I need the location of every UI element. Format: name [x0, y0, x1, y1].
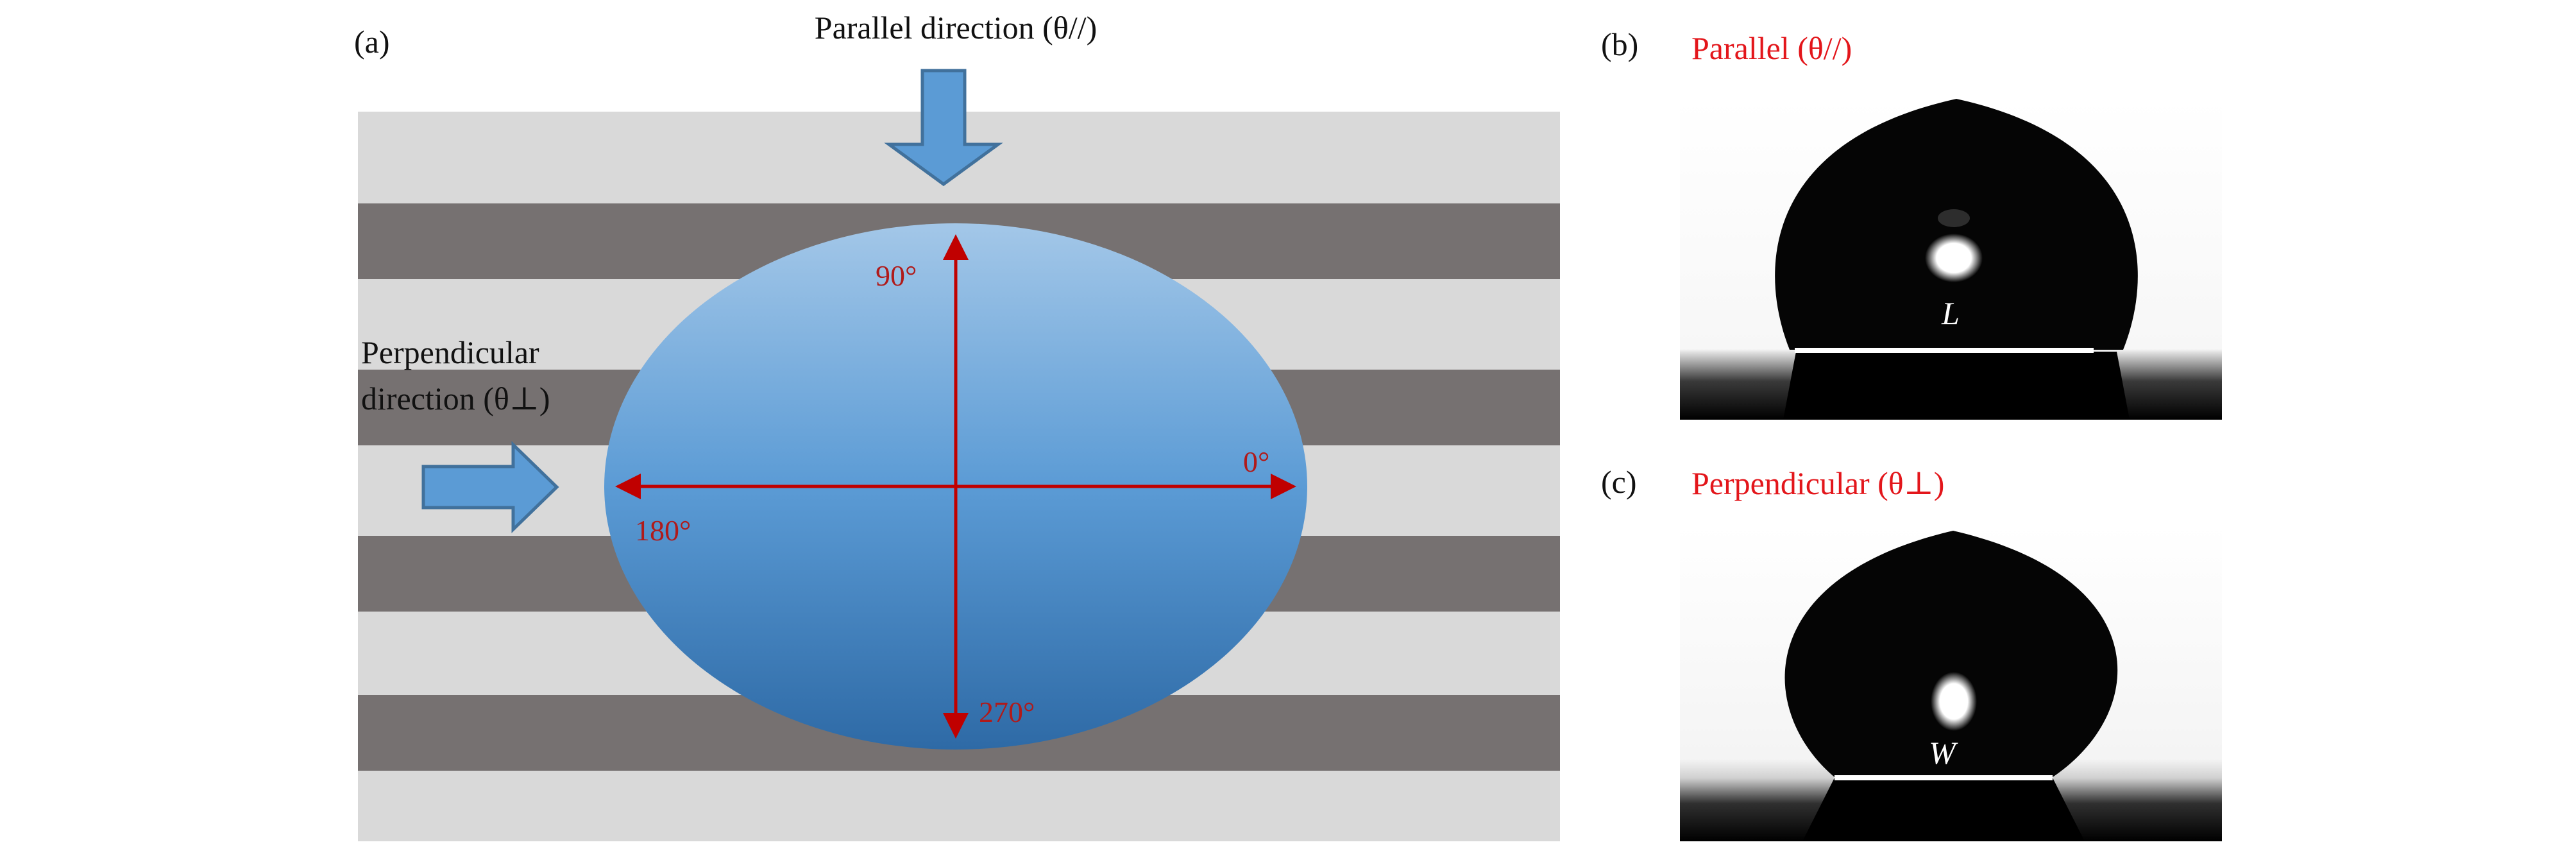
panel-a-label: (a)	[354, 24, 390, 60]
angle-270-label: 270°	[979, 696, 1035, 728]
angle-90-label: 90°	[876, 259, 917, 292]
panel-b-label: (b)	[1601, 26, 1638, 62]
panel-c-label: (c)	[1601, 464, 1637, 500]
panel-b: (b) Parallel (θ//) L	[1601, 26, 2222, 420]
arrow-right-icon	[421, 441, 559, 533]
arrow-down-icon	[884, 69, 1003, 187]
photo-perpendicular-highlight	[1931, 672, 1977, 731]
panel-b-title: Parallel (θ//)	[1691, 30, 1852, 66]
panel-c-title: Perpendicular (θ⊥)	[1691, 465, 1944, 501]
angle-180-label: 180°	[635, 514, 691, 547]
photo-perpendicular-reflection	[1802, 778, 2085, 841]
panel-a: (a) Parallel direction (θ//) 90° 0° 180°…	[354, 10, 1560, 841]
parallel-direction-title: Parallel direction (θ//)	[815, 10, 1097, 46]
panel-c: (c) Perpendicular (θ⊥) W	[1601, 464, 2222, 841]
perpendicular-direction-title-line1: Perpendicular	[361, 334, 539, 370]
contact-length-label: L	[1941, 295, 1960, 331]
contact-width-label: W	[1929, 735, 1958, 771]
photo-parallel-glint	[1938, 209, 1970, 227]
photo-perpendicular-droplet	[1784, 531, 2118, 777]
photo-parallel-reflection	[1783, 352, 2130, 420]
perpendicular-direction-title-line2: direction (θ⊥)	[361, 381, 550, 416]
photo-parallel-highlight	[1925, 234, 1983, 282]
angle-0-label: 0°	[1243, 445, 1269, 478]
